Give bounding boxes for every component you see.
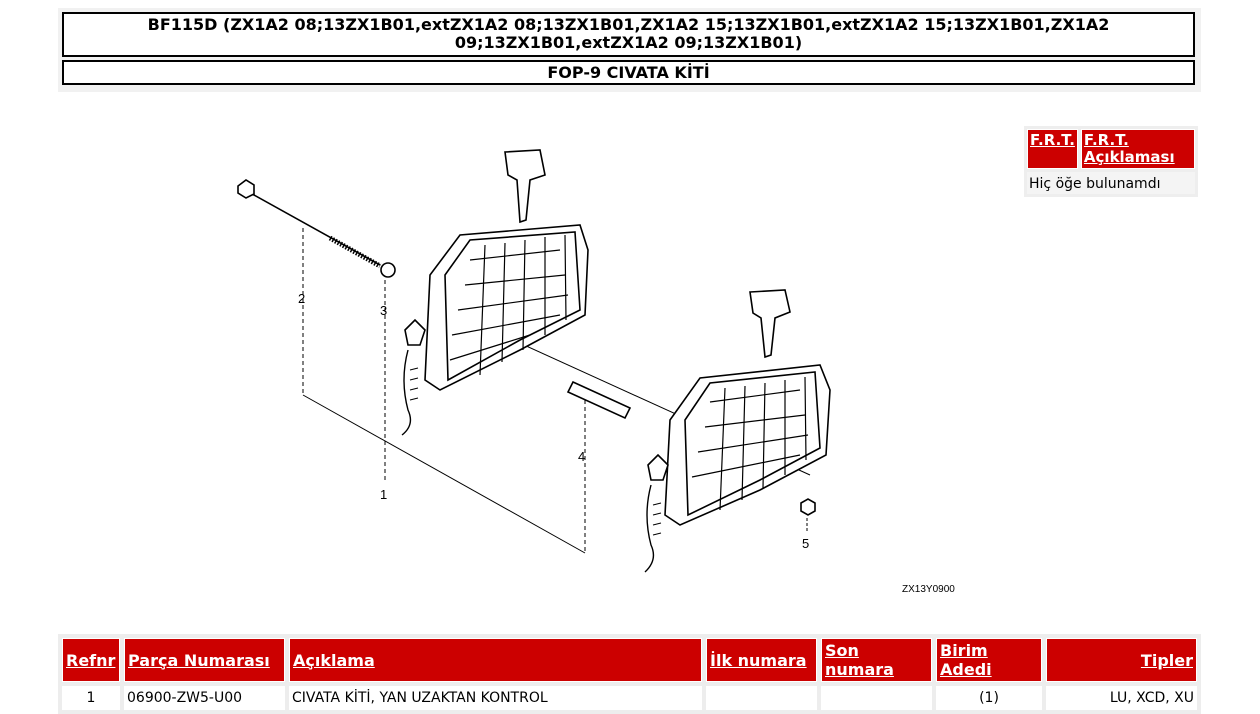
callout-4: 4 <box>578 449 585 464</box>
diagram-code: ZX13Y0900 <box>902 584 955 595</box>
page-subtitle: FOP-9 CIVATA KİTİ <box>62 60 1195 85</box>
header-first-number[interactable]: İlk numara <box>706 638 817 682</box>
page-title: BF115D (ZX1A2 08;13ZX1B01,extZX1A2 08;13… <box>62 12 1195 57</box>
parts-table: Refnr Parça Numarası Açıklama İlk numara… <box>58 634 1201 714</box>
cell-description: CIVATA KİTİ, YAN UZAKTAN KONTROL <box>289 686 702 710</box>
cell-last-number <box>821 686 932 710</box>
callout-2: 2 <box>298 291 305 306</box>
callout-1: 1 <box>380 487 387 502</box>
header-part-number[interactable]: Parça Numarası <box>124 638 285 682</box>
frt-panel: F.R.T. F.R.T. Açıklaması Hiç öğe bulunam… <box>1024 126 1198 197</box>
frt-description-column-header[interactable]: F.R.T. Açıklaması <box>1080 129 1195 169</box>
cell-types: LU, XCD, XU <box>1046 686 1197 710</box>
cell-unit-quantity: (1) <box>936 686 1042 710</box>
header-types[interactable]: Tipler <box>1046 638 1197 682</box>
parts-diagram: 2 3 1 4 5 ZX13Y0900 <box>237 149 955 595</box>
cell-first-number <box>706 686 817 710</box>
frt-column-header[interactable]: F.R.T. <box>1027 129 1078 169</box>
callout-3: 3 <box>380 303 387 318</box>
table-row: 1 06900-ZW5-U00 CIVATA KİTİ, YAN UZAKTAN… <box>62 686 1197 710</box>
header-unit-quantity[interactable]: Birim Adedi <box>936 638 1042 682</box>
cell-refnr: 1 <box>62 686 120 710</box>
frt-empty-message: Hiç öğe bulunamdı <box>1027 172 1195 194</box>
header-last-number[interactable]: Son numara <box>821 638 932 682</box>
header-refnr[interactable]: Refnr <box>62 638 120 682</box>
cell-part-number[interactable]: 06900-ZW5-U00 <box>124 686 285 710</box>
header-description[interactable]: Açıklama <box>289 638 702 682</box>
callout-5: 5 <box>802 536 809 551</box>
